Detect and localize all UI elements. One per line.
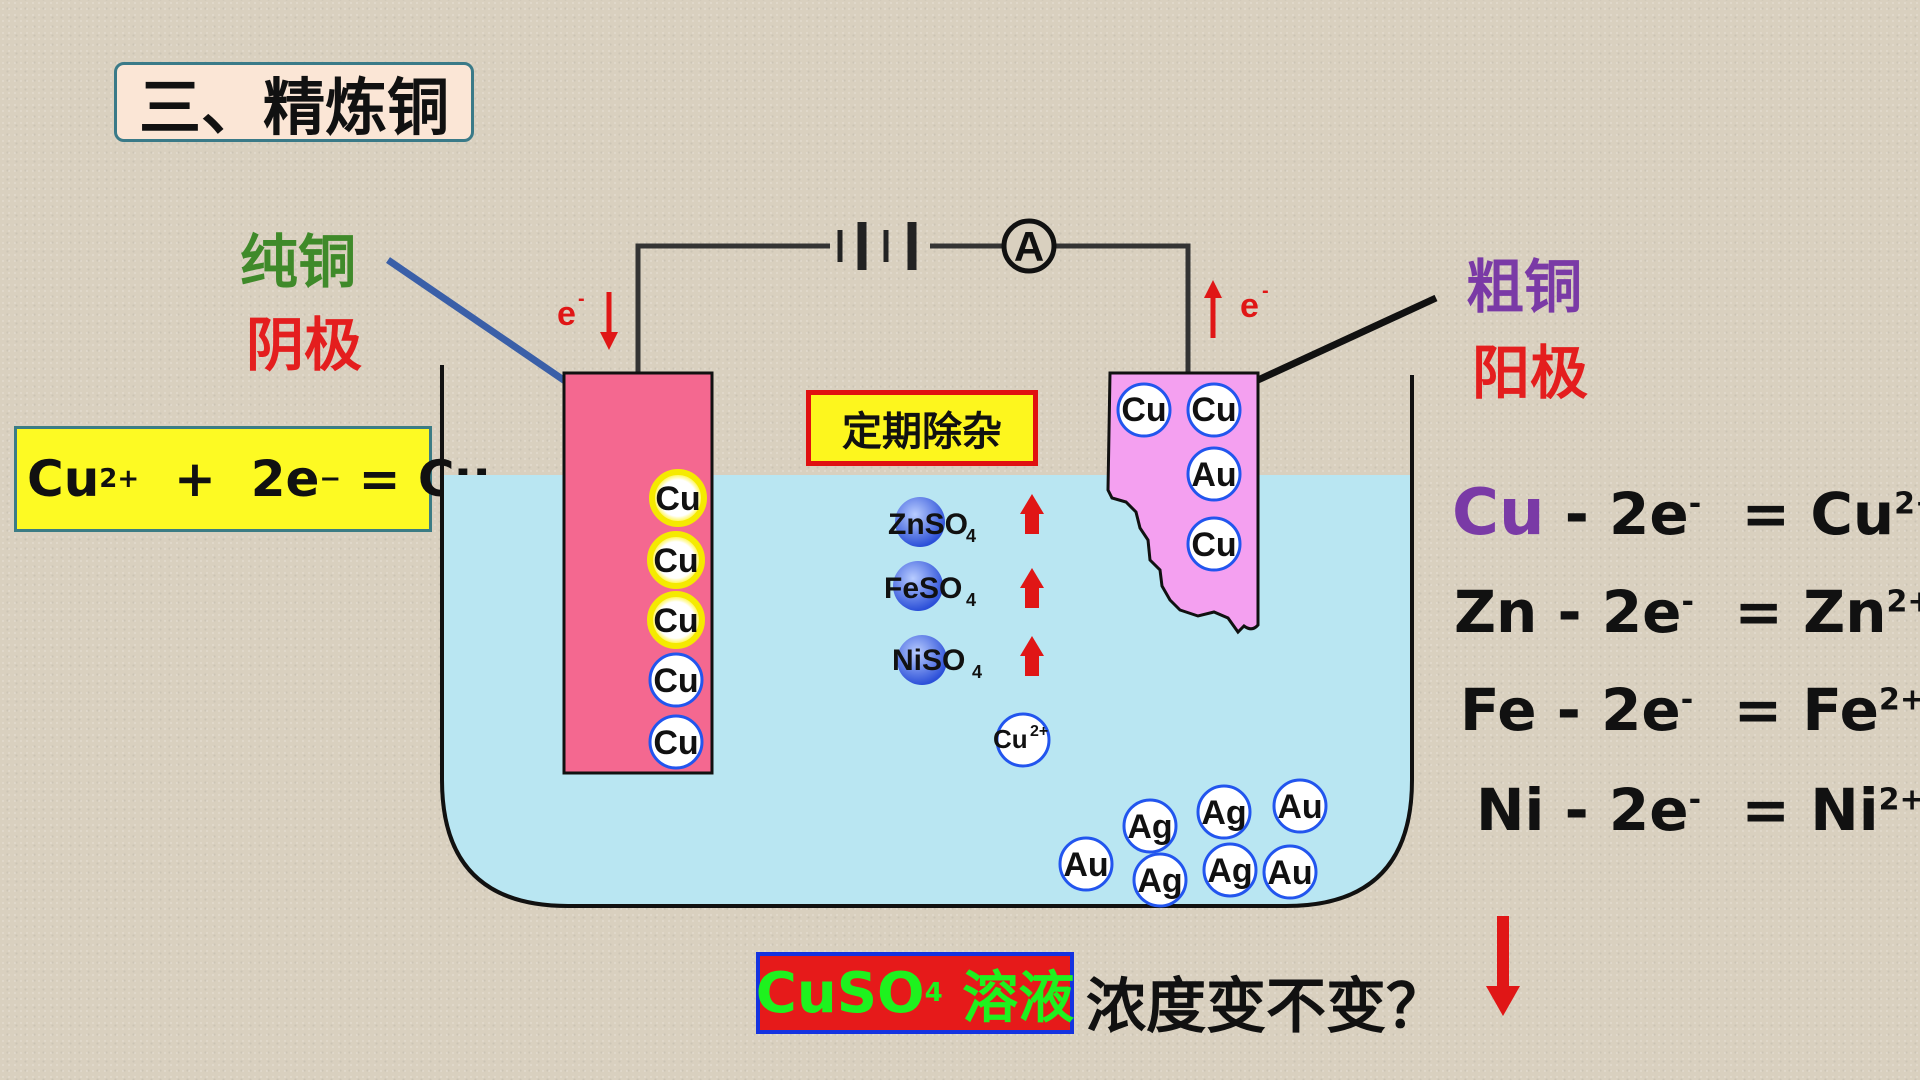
purge-label: 定期除杂	[806, 390, 1038, 466]
concentration-question: 浓度变不变？	[1086, 972, 1446, 1042]
sludge-particle: Au	[1058, 836, 1114, 892]
slide-title: 三、精炼铜	[114, 62, 474, 144]
svg-text:2+: 2+	[1030, 723, 1048, 740]
sludge-particle: Ag	[1202, 842, 1258, 898]
cathode-material-label: 纯铜	[240, 228, 357, 296]
up-arrow-icon	[1020, 636, 1044, 676]
svg-text:Cu: Cu	[653, 602, 698, 640]
electron-flow-cathode: e -	[557, 288, 618, 350]
svg-text:Au: Au	[1063, 846, 1108, 884]
svg-text:Cu: Cu	[1121, 391, 1166, 429]
anode-atom: Cu	[1186, 382, 1242, 438]
svg-text:Ag: Ag	[1137, 862, 1182, 900]
anode-atom: Cu	[1116, 382, 1172, 438]
anode-role-label: 阳极	[1472, 339, 1589, 407]
svg-text:Ag: Ag	[1127, 808, 1172, 846]
svg-text:e: e	[557, 295, 576, 333]
svg-text:Cu: Cu	[653, 724, 698, 762]
circuit-wire-right	[1056, 243, 1191, 376]
cathode-role-label: 阴极	[246, 311, 363, 379]
ammeter-icon: A	[1001, 218, 1057, 274]
anode-equation-fe: Fe - 2e- = Fe2+	[1460, 676, 1920, 744]
svg-text:Cu: Cu	[1191, 391, 1236, 429]
svg-text:Cu: Cu	[653, 662, 698, 700]
svg-text:Au: Au	[1267, 854, 1312, 892]
anode-atom: Au	[1186, 446, 1242, 502]
svg-text:-: -	[578, 288, 585, 310]
cathode-atom: Cu	[649, 469, 707, 527]
anode-wire	[1256, 294, 1438, 384]
solution-species-ni: NiSO 4	[892, 635, 982, 685]
sludge-particle: Ag	[1196, 784, 1252, 840]
cathode-atom: Cu	[648, 652, 704, 708]
sludge-particle: Au	[1262, 844, 1318, 900]
svg-text:e: e	[1240, 287, 1259, 325]
anode-atom: Cu	[1186, 516, 1242, 572]
down-arrow-icon	[1486, 916, 1520, 1016]
sludge-particle: Au	[1272, 778, 1328, 834]
svg-text:Au: Au	[1191, 456, 1236, 494]
svg-text:Cu: Cu	[653, 542, 698, 580]
svg-text:FeSO: FeSO	[884, 572, 962, 605]
battery-icon	[837, 222, 917, 270]
svg-text:Cu: Cu	[655, 480, 700, 518]
svg-text:4: 4	[966, 590, 976, 610]
svg-text:Cu: Cu	[993, 724, 1028, 754]
svg-text:-: -	[1262, 280, 1269, 302]
circuit-wire-left	[635, 243, 830, 372]
svg-text:Au: Au	[1277, 788, 1322, 826]
free-copper-ion: Cu 2+	[993, 712, 1051, 768]
solution-species-fe: FeSO 4	[884, 561, 976, 611]
sludge-particle: Ag	[1132, 852, 1188, 908]
anode-material-label: 粗铜	[1466, 253, 1583, 321]
svg-text:A: A	[1014, 223, 1044, 270]
electron-flow-anode: e -	[1204, 280, 1269, 338]
svg-text:4: 4	[972, 662, 982, 682]
up-arrow-icon	[1020, 568, 1044, 608]
up-arrow-icon	[1020, 494, 1044, 534]
svg-text:ZnSO: ZnSO	[888, 508, 968, 541]
svg-text:4: 4	[966, 526, 976, 546]
svg-text:Cu: Cu	[1191, 526, 1236, 564]
svg-text:Ag: Ag	[1207, 852, 1252, 890]
cathode-atom: Cu	[647, 591, 705, 649]
solution-species-zn: ZnSO 4	[888, 497, 976, 547]
svg-text:NiSO: NiSO	[892, 644, 965, 677]
svg-text:Ag: Ag	[1201, 794, 1246, 832]
anode-equation-cu: Cu - 2e- = Cu2+	[1452, 476, 1920, 550]
cathode-atom: Cu	[648, 714, 704, 770]
sludge-particle: Ag	[1122, 798, 1178, 854]
anode-equation-zn: Zn - 2e- = Zn2+	[1454, 578, 1920, 646]
anode-equation-ni: Ni - 2e- = Ni2+	[1476, 776, 1920, 844]
cathode-atom: Cu	[647, 531, 705, 589]
cathode-wire	[386, 257, 570, 386]
beaker	[440, 365, 1414, 908]
